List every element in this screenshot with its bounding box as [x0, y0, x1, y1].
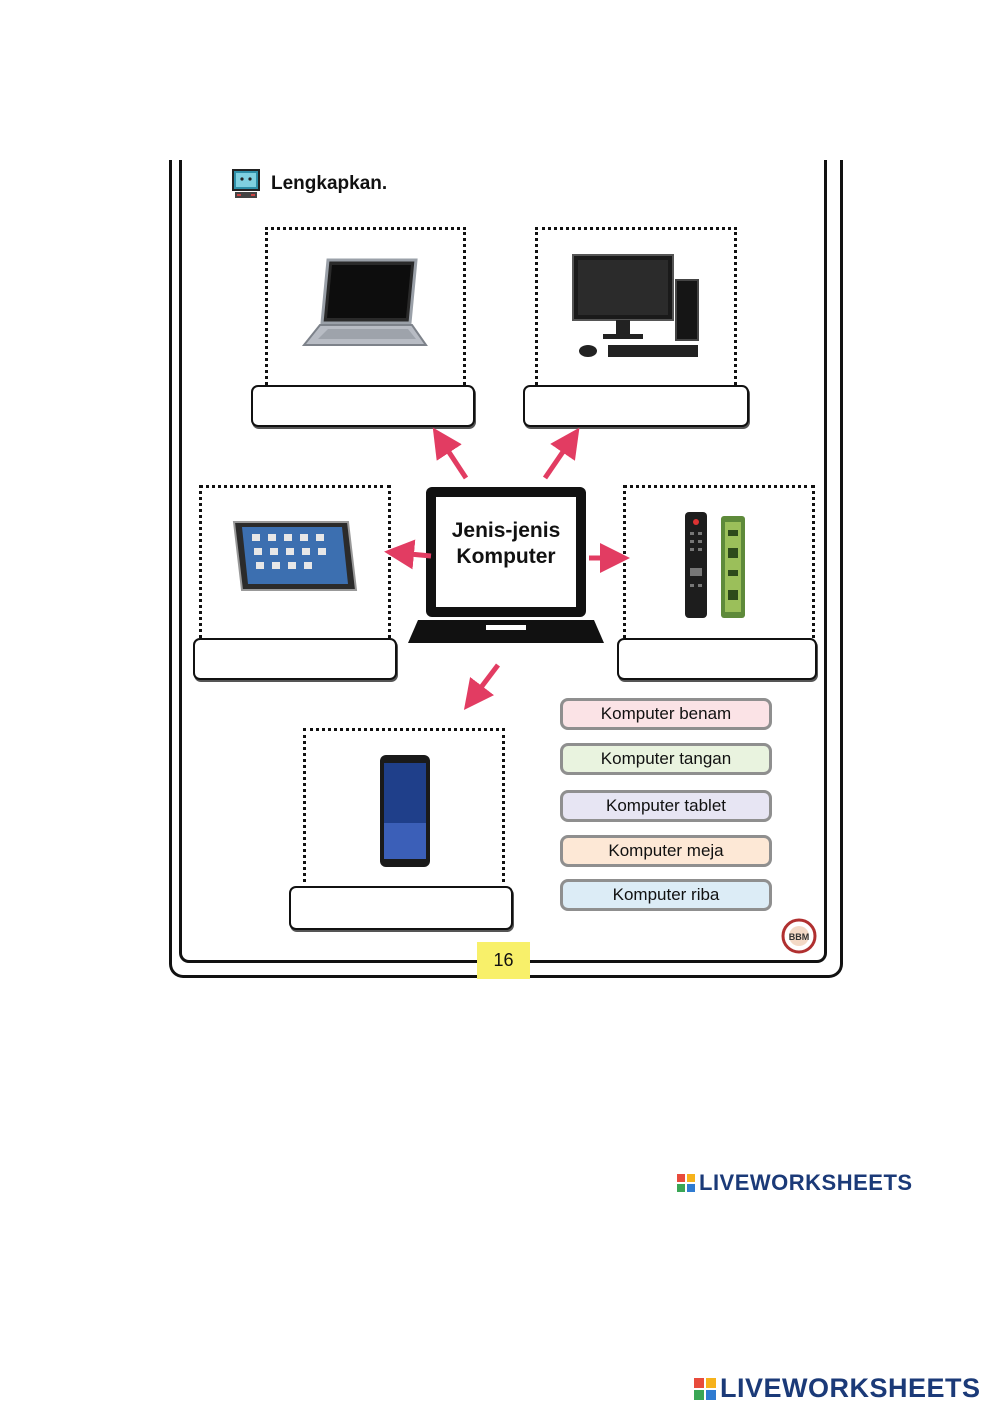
word-bank-item-2[interactable]: Komputer tangan	[560, 743, 772, 775]
image-card-embedded	[623, 485, 815, 638]
arrow-to-laptop	[432, 427, 469, 480]
word-bank-item-4[interactable]: Komputer meja	[560, 835, 772, 867]
liveworksheets-logo-1: LIVEWORKSHEETS	[677, 1170, 913, 1196]
page-number: 16	[477, 942, 530, 979]
center-title-line1: Jenis-jenis	[451, 519, 561, 542]
word-bank-item-3[interactable]: Komputer tablet	[560, 790, 772, 822]
center-title: Jenis-jenis Komputer	[441, 518, 571, 570]
bbm-stamp-icon: BBM	[781, 918, 817, 954]
liveworksheets-logo-icon-2	[694, 1377, 716, 1400]
instruction-header: Lengkapkan.	[231, 168, 387, 200]
image-card-desktop	[535, 227, 737, 390]
answer-box-2[interactable]	[523, 385, 749, 427]
image-card-smartphone	[303, 728, 505, 889]
answer-box-5[interactable]	[289, 886, 513, 930]
liveworksheets-text-1: LIVEWORKSHEETS	[699, 1170, 913, 1195]
desktop-computer-icon	[572, 254, 699, 357]
liveworksheets-logo-icon	[677, 1174, 695, 1192]
answer-box-1[interactable]	[251, 385, 475, 427]
laptop-icon	[301, 258, 428, 346]
worksheet-page: Lengkapkan.	[163, 160, 851, 982]
image-card-tablet	[199, 485, 391, 638]
arrow-to-desktop	[542, 427, 580, 480]
answer-box-4[interactable]	[617, 638, 817, 680]
stamp-text: BBM	[789, 932, 810, 942]
arrow-to-tablet	[384, 539, 432, 570]
center-title-line2: Komputer	[456, 545, 556, 568]
liveworksheets-logo-2: LIVEWORKSHEETS	[694, 1373, 981, 1404]
answer-box-3[interactable]	[193, 638, 397, 680]
center-laptop-icon	[408, 487, 604, 643]
word-bank-item-1[interactable]: Komputer benam	[560, 698, 772, 730]
computer-icon	[232, 169, 260, 198]
instruction-text: Lengkapkan.	[271, 173, 388, 194]
arrows-layer	[384, 427, 630, 710]
remote-and-circuit-board-icon	[685, 512, 745, 618]
smartphone-icon	[380, 755, 430, 867]
arrow-to-smartphone	[463, 663, 500, 710]
liveworksheets-text-2: LIVEWORKSHEETS	[720, 1373, 981, 1403]
tablet-icon	[232, 521, 358, 591]
word-bank-item-5[interactable]: Komputer riba	[560, 879, 772, 911]
image-card-laptop	[265, 227, 466, 390]
